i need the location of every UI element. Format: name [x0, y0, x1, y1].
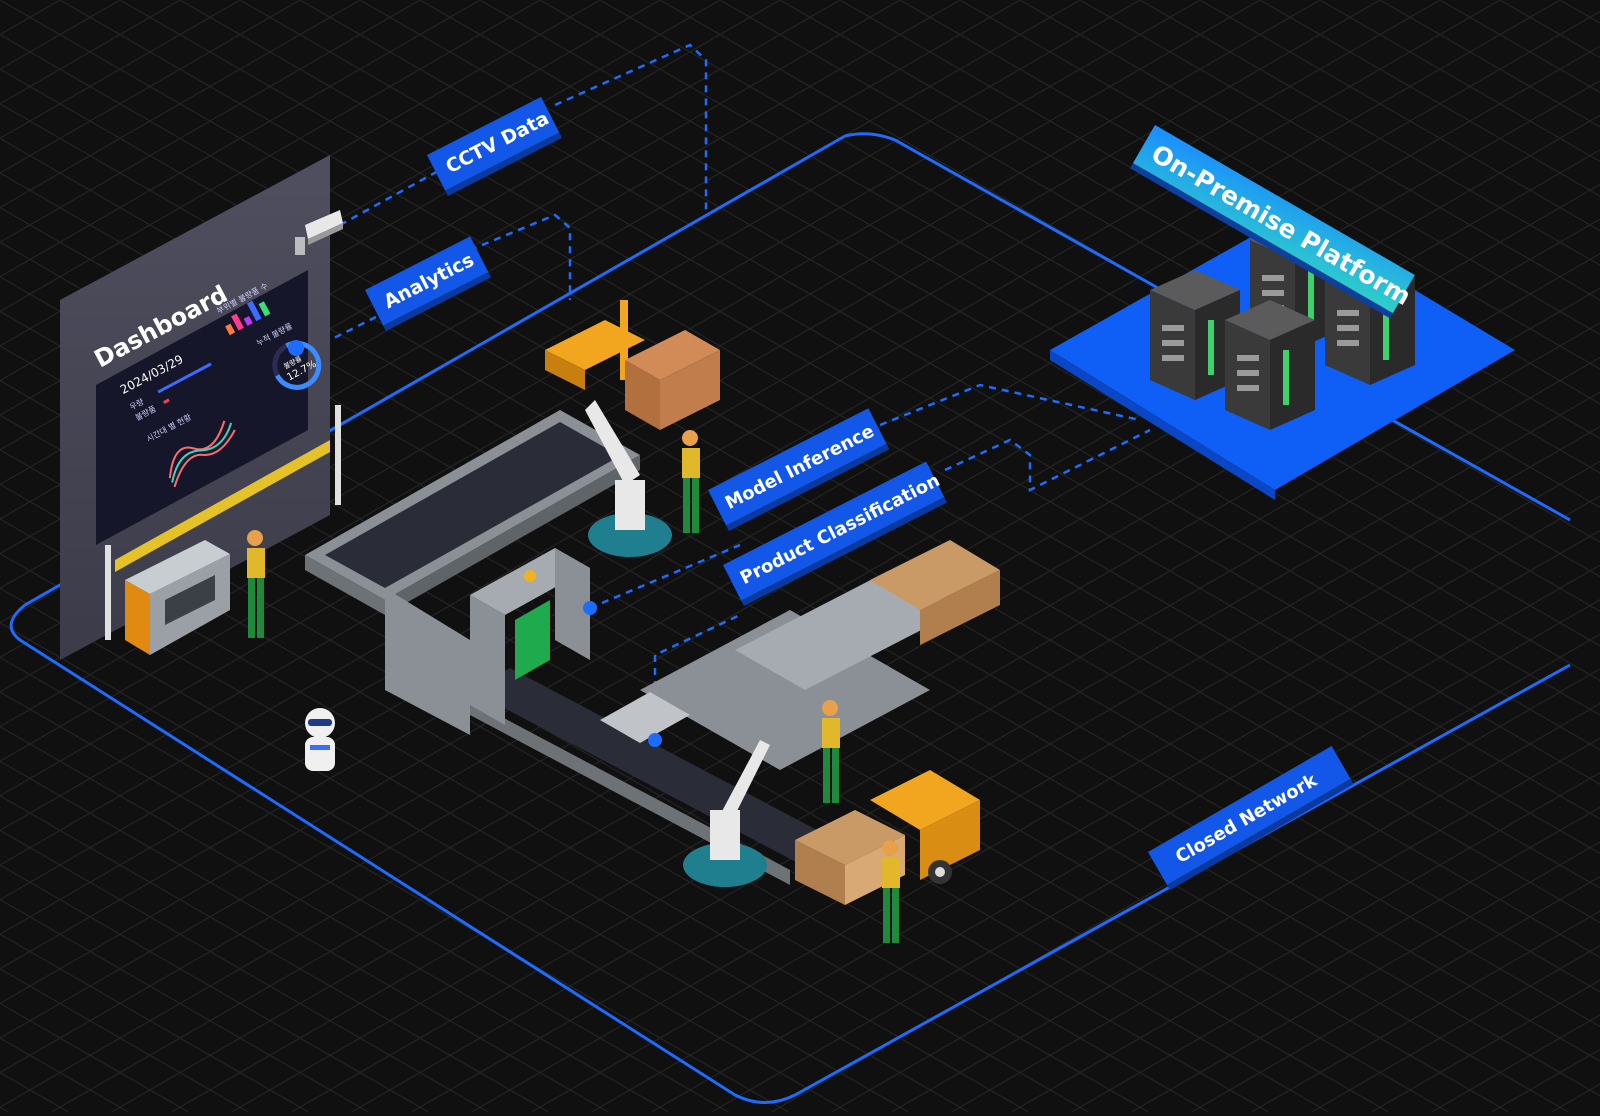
model-line — [879, 383, 1141, 427]
sorter-grate — [600, 692, 690, 743]
scanner-connector-dot — [583, 601, 597, 615]
robot-arm-icon — [683, 740, 770, 887]
cctv-to-label-line — [339, 168, 441, 227]
sorter-connector-dot — [648, 733, 662, 747]
inspection-gate — [470, 548, 662, 747]
forklift-icon — [870, 770, 980, 884]
metric-bar-2 — [163, 398, 170, 404]
closed-network-boundary — [9, 132, 1571, 1104]
scanner-line — [589, 543, 741, 610]
forklift-icon — [545, 300, 720, 430]
worker-icon — [822, 700, 840, 803]
worker-icon — [882, 840, 900, 943]
dashboard-connector-dot — [288, 340, 304, 356]
output-box — [870, 540, 1000, 610]
dashboard-screen: Dashboard 2024/03/29 부위별 불량품 수 우량 불량품 시간… — [60, 155, 341, 660]
hazard-stripe — [115, 440, 330, 572]
worker-icon — [682, 430, 700, 533]
cctv-line — [554, 43, 708, 215]
analytics-line — [469, 213, 572, 300]
defect-bar-chart — [225, 300, 271, 336]
service-robot-icon — [305, 708, 335, 771]
trend-line-chart — [168, 420, 236, 488]
pallet-boxes — [625, 330, 720, 380]
cctv-camera-icon — [295, 210, 343, 255]
metric-bar-1 — [157, 362, 212, 394]
worker-icon — [247, 530, 265, 638]
robot-arm-icon — [585, 400, 672, 557]
control-terminal-icon — [125, 540, 230, 655]
conveyor-system — [305, 410, 1000, 885]
server-rack-icon — [1225, 300, 1315, 430]
product-line — [944, 428, 1151, 493]
